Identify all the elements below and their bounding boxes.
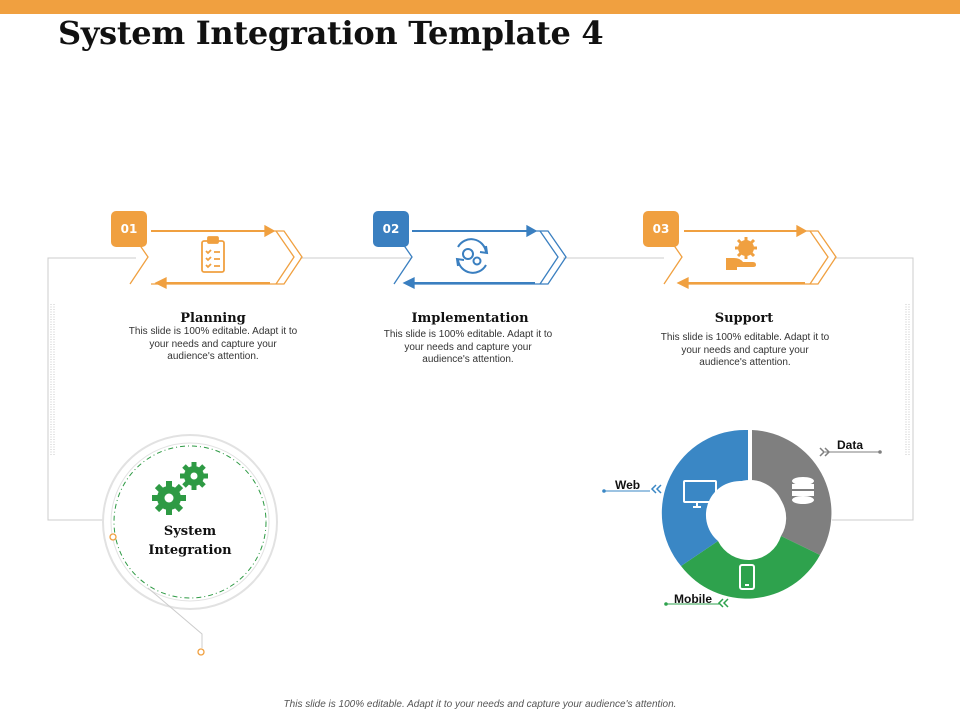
smartphone-icon <box>739 564 755 590</box>
step-2-badge: 02 <box>373 211 409 247</box>
donut-segment-mobile <box>681 536 820 599</box>
step-1-chevron <box>129 224 303 290</box>
footer-note: This slide is 100% editable. Adapt it to… <box>283 699 677 710</box>
slide-title: System Integration Template 4 <box>58 14 604 52</box>
hub-label: System Integration <box>148 524 232 558</box>
step-3-heading: Support <box>714 311 774 326</box>
donut-chart <box>661 429 832 599</box>
hand-gear-icon <box>726 237 757 270</box>
database-icon <box>792 477 814 504</box>
step-3-chevron <box>663 224 837 290</box>
gears-icon <box>152 462 208 515</box>
step-2-description: This slide is 100% editable. Adapt it to… <box>383 329 553 365</box>
gears-refresh-icon <box>455 238 489 274</box>
step-2-heading: Implementation <box>411 311 529 326</box>
hub-ring <box>102 434 278 656</box>
side-rail-right <box>905 304 910 456</box>
step-1-description: This slide is 100% editable. Adapt it to… <box>128 326 298 362</box>
donut-segment-web <box>661 429 748 566</box>
donut-leaders <box>602 447 882 608</box>
step-3-description: This slide is 100% editable. Adapt it to… <box>660 332 830 368</box>
step-1-heading: Planning <box>180 311 246 326</box>
clipboard-checklist-icon <box>201 236 225 273</box>
side-rail-left <box>50 304 55 456</box>
top-accent-bar <box>0 0 960 14</box>
donut-segment-data <box>752 430 832 555</box>
step-1-badge: 01 <box>111 211 147 247</box>
connector-frame <box>47 257 914 521</box>
step-2-chevron <box>393 224 567 290</box>
donut-label-mobile: Mobile <box>674 592 712 606</box>
donut-label-web: Web <box>615 478 641 492</box>
donut-label-data: Data <box>837 438 864 452</box>
monitor-icon <box>683 480 717 508</box>
step-3-badge: 03 <box>643 211 679 247</box>
